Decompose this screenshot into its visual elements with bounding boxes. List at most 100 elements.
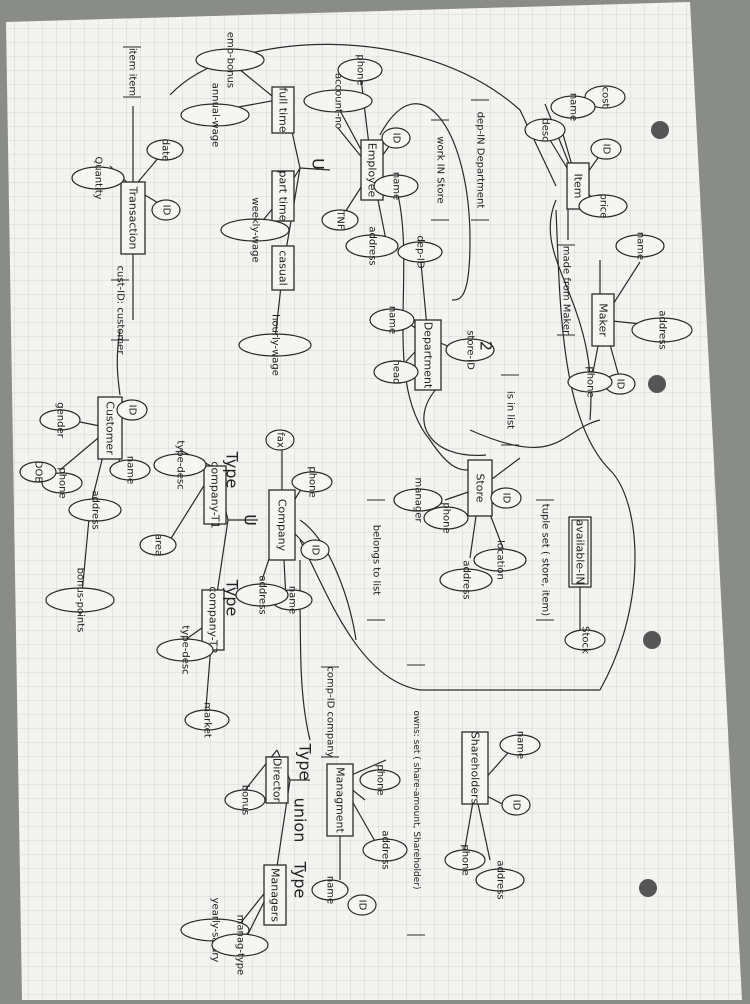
management-id-attribute	[347, 894, 377, 916]
comp-id-company-label: comp-ID company	[325, 666, 336, 757]
dep-id-attribute-label: dep-ID	[415, 235, 426, 268]
director-entity	[265, 756, 289, 804]
item-item-label: item item	[127, 48, 138, 96]
9: Type	[223, 579, 242, 617]
customer-id-attribute	[116, 399, 148, 421]
weekly-wage-attribute-label: weekly-wage	[250, 197, 261, 262]
item-name-attribute	[550, 95, 596, 119]
fax-attribute	[265, 429, 295, 451]
9: union	[291, 798, 310, 843]
management-address-attribute	[362, 838, 408, 862]
tuple-set-label: tuple set ( store, item)	[540, 504, 551, 617]
manager-attribute-label: manager	[413, 478, 424, 524]
transaction-id-attribute	[151, 199, 181, 221]
t1-type-desc-attribute	[153, 453, 207, 477]
curve-belongs-company	[299, 519, 357, 641]
full-time-entity	[271, 86, 295, 134]
cust-id-customer-label: cust-ID: customer	[115, 266, 126, 356]
shareholder-name-attribute	[499, 734, 541, 756]
casual-entity	[271, 245, 295, 291]
gender-attribute	[39, 409, 81, 431]
emp-bonus-attribute	[195, 48, 265, 72]
made-from-maker-bracket	[557, 244, 575, 336]
account-no-attribute	[303, 89, 373, 113]
maker-phone-attribute	[567, 371, 613, 393]
employee-address-attribute	[345, 234, 399, 258]
company-t1-entity	[203, 465, 227, 525]
store-id-attribute	[445, 338, 495, 362]
department-entity	[414, 319, 442, 391]
area-attribute-label: area	[153, 534, 164, 556]
management-phone-attribute-label: phone	[375, 764, 386, 795]
price-attribute	[578, 194, 628, 218]
maker-name-attribute	[615, 234, 665, 258]
employee-address-attribute-label: address	[367, 226, 378, 265]
company-t2-label: company-T2	[207, 586, 220, 653]
item-id-attribute	[590, 138, 622, 160]
company-id-attribute	[300, 539, 330, 561]
market-attribute	[184, 709, 230, 731]
stock-attribute-label: Stock	[580, 626, 591, 654]
store-entity	[467, 459, 493, 517]
bonus-attribute-label: bonus	[240, 785, 251, 815]
transaction-id-attribute-label: ID	[161, 205, 172, 216]
dob-attribute	[19, 461, 57, 483]
punch-holes	[639, 121, 669, 897]
t2-type-desc-attribute-label: type-desc	[180, 625, 191, 674]
gender-attribute-label: gender	[55, 402, 66, 438]
9: Type	[223, 451, 242, 489]
store-address-attribute-label: address	[461, 560, 472, 599]
management-mgr-name-attribute	[311, 879, 349, 901]
department-name-attribute-label: name	[387, 306, 398, 334]
store-id-key-attribute-label: ID	[501, 493, 512, 504]
store-id-key-attribute	[490, 487, 522, 509]
management-label: Managment	[334, 767, 347, 833]
t2-type-desc-attribute	[156, 638, 214, 662]
maker-entity	[591, 293, 615, 347]
yearly-salary-attribute-label: yearly-salary	[210, 898, 221, 963]
manager-attribute	[393, 488, 443, 512]
desc-attribute	[524, 118, 566, 142]
dep-in-department-bracket	[471, 99, 489, 221]
managers-entity	[263, 864, 287, 926]
management-id-attribute-label: ID	[357, 900, 368, 911]
customer-name-attribute-label: name	[125, 456, 136, 484]
employee-phone-attribute-label: phone	[355, 54, 366, 85]
10: U	[241, 514, 260, 526]
dep-id-attribute	[397, 241, 443, 263]
shareholders-entity	[461, 731, 489, 805]
employee-id-attribute	[381, 127, 411, 149]
work-in-store-label: work IN Store	[435, 136, 446, 203]
store-address-attribute	[439, 568, 493, 592]
curve-store-item	[469, 419, 601, 448]
transaction-entity	[120, 181, 146, 255]
date-attribute-label: date	[160, 139, 171, 162]
employee-name-attribute-label: name	[391, 172, 402, 200]
location-attribute	[473, 548, 527, 572]
curve-department-store	[423, 384, 487, 456]
manag-type-attribute	[211, 933, 269, 957]
area-attribute	[139, 534, 177, 556]
cost-attribute	[584, 85, 626, 109]
work-in-store-bracket	[431, 119, 449, 221]
item-name-attribute-label: name	[568, 93, 579, 121]
customer-name-attribute	[109, 459, 151, 481]
dob-attribute-label: DOB	[33, 461, 44, 484]
company-label: Company	[276, 499, 289, 552]
t1-type-desc-attribute-label: type-desc	[175, 440, 186, 489]
belongs-to-list-label: belongs to list	[371, 525, 382, 595]
is-in-list-bracket	[501, 374, 519, 446]
desc-attribute-label: desc	[540, 118, 551, 141]
item-label: Item	[572, 173, 585, 198]
company-name-attribute-label: name	[287, 586, 298, 614]
shareholders-label: Shareholders	[469, 732, 482, 805]
item-entity	[566, 162, 590, 210]
tnf-attribute-label: TNF	[335, 209, 346, 230]
management-phone-attribute	[359, 769, 401, 791]
company-t1-label: company-T1	[209, 461, 222, 528]
shareholder-address-attribute-label: address	[495, 860, 506, 899]
manag-type-attribute-label: manag-type	[235, 915, 246, 976]
